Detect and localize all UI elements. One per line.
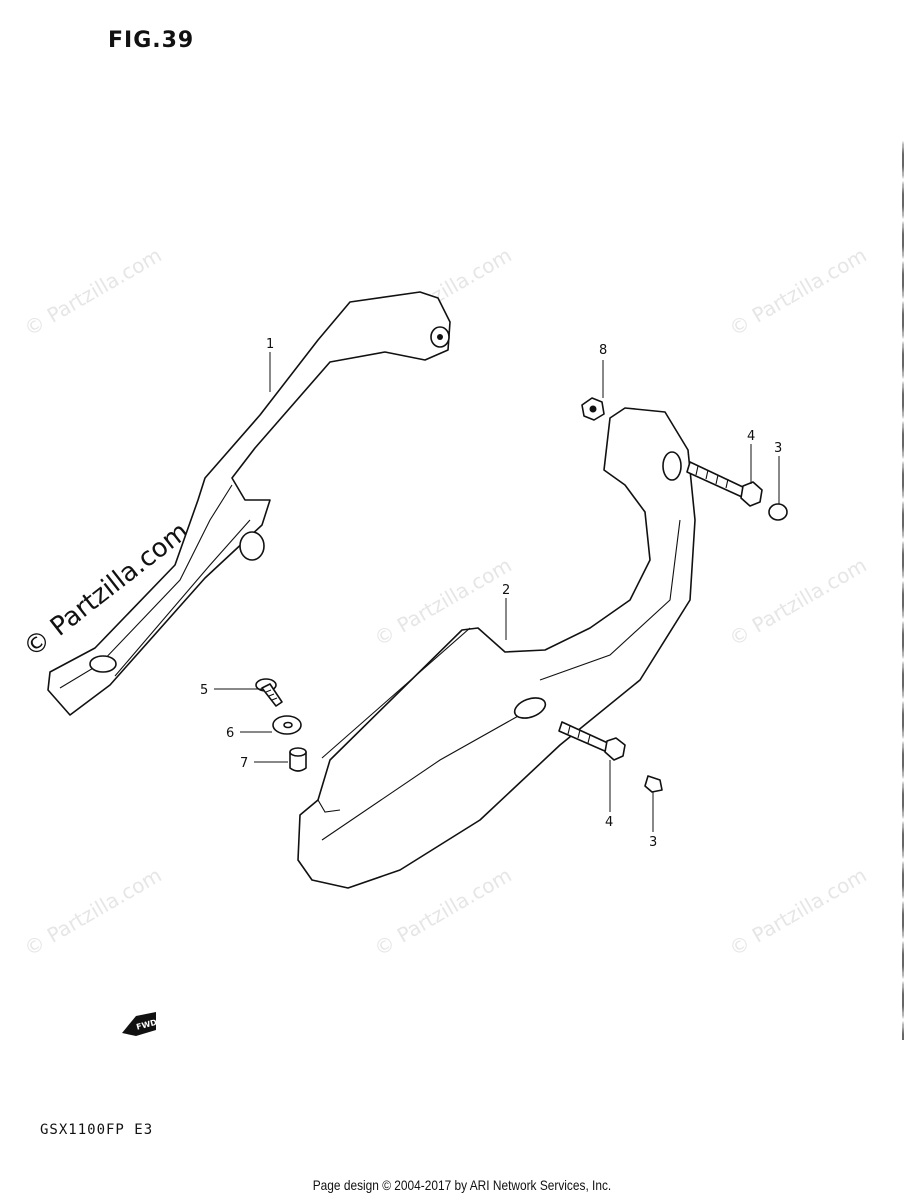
- part-4-bolt-upper[interactable]: [686, 461, 763, 507]
- callout-4-upper[interactable]: 4: [747, 429, 755, 444]
- part-3-cap-upper[interactable]: [768, 503, 788, 521]
- forward-arrow-icon: FWD: [122, 1012, 158, 1036]
- part-1-grab-rail-left[interactable]: [47, 291, 451, 716]
- callout-2[interactable]: 2: [502, 583, 510, 598]
- callout-7[interactable]: 7: [240, 756, 248, 771]
- part-2-grab-rail-right[interactable]: [297, 407, 696, 889]
- model-code: GSX1100FP E3: [40, 1122, 154, 1138]
- part-3-cap-lower[interactable]: [644, 775, 663, 793]
- part-8-nut[interactable]: [581, 397, 605, 421]
- callout-4-lower[interactable]: 4: [605, 815, 613, 830]
- part-6-washer[interactable]: [272, 715, 302, 735]
- page-footer: Page design © 2004-2017 by ARI Network S…: [312, 1177, 612, 1193]
- callout-8[interactable]: 8: [599, 343, 607, 358]
- callout-1[interactable]: 1: [266, 337, 274, 352]
- part-4-bolt-lower[interactable]: [558, 721, 626, 761]
- callout-3-upper[interactable]: 3: [774, 441, 782, 456]
- part-7-collar[interactable]: [289, 747, 307, 772]
- callout-5[interactable]: 5: [200, 683, 208, 698]
- scan-edge-marks: [902, 140, 904, 1040]
- callout-6[interactable]: 6: [226, 726, 234, 741]
- part-5-screw[interactable]: [255, 678, 283, 707]
- callout-3-lower[interactable]: 3: [649, 835, 657, 850]
- figure-title: FIG.39: [108, 28, 195, 53]
